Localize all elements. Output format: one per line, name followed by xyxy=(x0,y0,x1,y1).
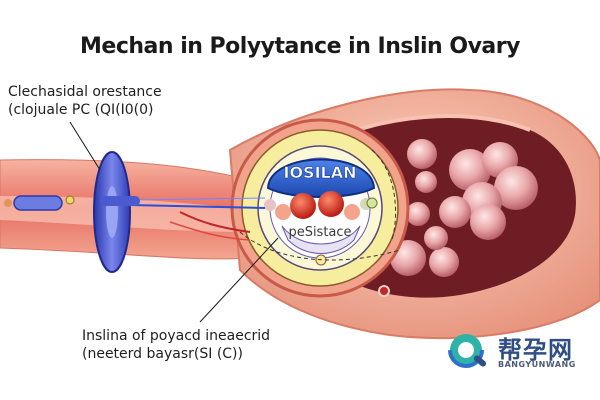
follicle xyxy=(415,171,437,193)
follicle-red-dot xyxy=(378,285,390,297)
top-callout-line-2: (clojuale PC (QI(I0(0) xyxy=(8,102,154,118)
granule xyxy=(318,191,344,217)
leader-line xyxy=(199,237,279,323)
watermark: 帮孕网 BANGYUNWANG xyxy=(446,328,586,376)
bottom-callout-line-2: (neeterd bayasr(SI (C)) xyxy=(82,346,243,362)
watermark-cn: 帮孕网 xyxy=(498,336,573,364)
follicle-cluster xyxy=(378,139,538,297)
signal-line xyxy=(129,197,266,201)
granule xyxy=(290,193,316,219)
granule xyxy=(344,204,360,220)
insulin-cap-label: IOSILAN xyxy=(284,163,357,182)
follicle xyxy=(470,204,506,240)
receptor-ring xyxy=(93,151,140,273)
bottom-callout: Inslina of poyacd ineaecrid (neeterd bay… xyxy=(82,327,270,363)
bottom-callout-line-1: Inslina of poyacd ineaecrid xyxy=(82,328,271,344)
follicle xyxy=(449,149,491,191)
zoom-cell xyxy=(230,118,410,298)
follicle xyxy=(494,166,538,210)
marker-dot xyxy=(366,197,378,209)
resistance-band xyxy=(281,225,361,254)
capsule xyxy=(4,195,75,211)
leader-line xyxy=(69,121,101,171)
top-callout-line-1: Clechasidal orestance xyxy=(8,84,162,100)
granule xyxy=(264,199,276,211)
follicle xyxy=(407,139,437,169)
follicle xyxy=(439,196,471,228)
granule xyxy=(275,204,291,220)
top-callout: Clechasidal orestance (clojuale PC (QI(I… xyxy=(8,83,162,119)
follicle xyxy=(424,226,448,250)
follicle xyxy=(429,247,459,277)
magnifier-logo-icon xyxy=(448,332,487,368)
resistance-band-label: peSistace xyxy=(288,225,351,240)
signal-line xyxy=(129,204,266,209)
watermark-en: BANGYUNWANG xyxy=(498,360,576,369)
follicle xyxy=(406,202,430,226)
page-title: Mechan in Polyytance in Inslin Ovary xyxy=(80,34,520,59)
